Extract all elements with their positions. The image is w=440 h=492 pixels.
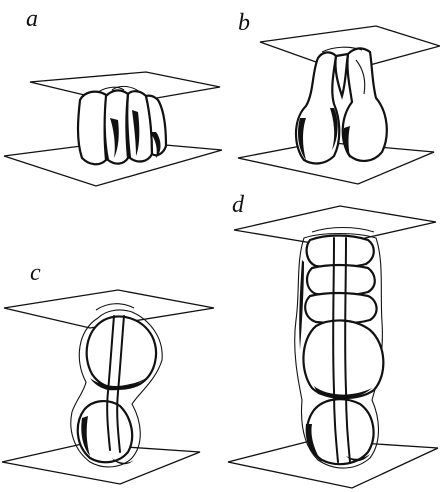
panel-label-b: b [238,10,250,36]
panel-label-a: a [26,6,38,32]
panel-label-d: d [232,192,245,218]
panel-c-cell-cluster [71,304,162,467]
panel-label-c: c [30,260,41,286]
panel-c: c [2,260,214,484]
panel-a: a [4,6,222,186]
panel-d-cell-column [295,228,384,469]
panel-d: d [228,192,438,488]
panel-a-cell-cluster [78,86,166,164]
panel-b: b [238,10,440,184]
